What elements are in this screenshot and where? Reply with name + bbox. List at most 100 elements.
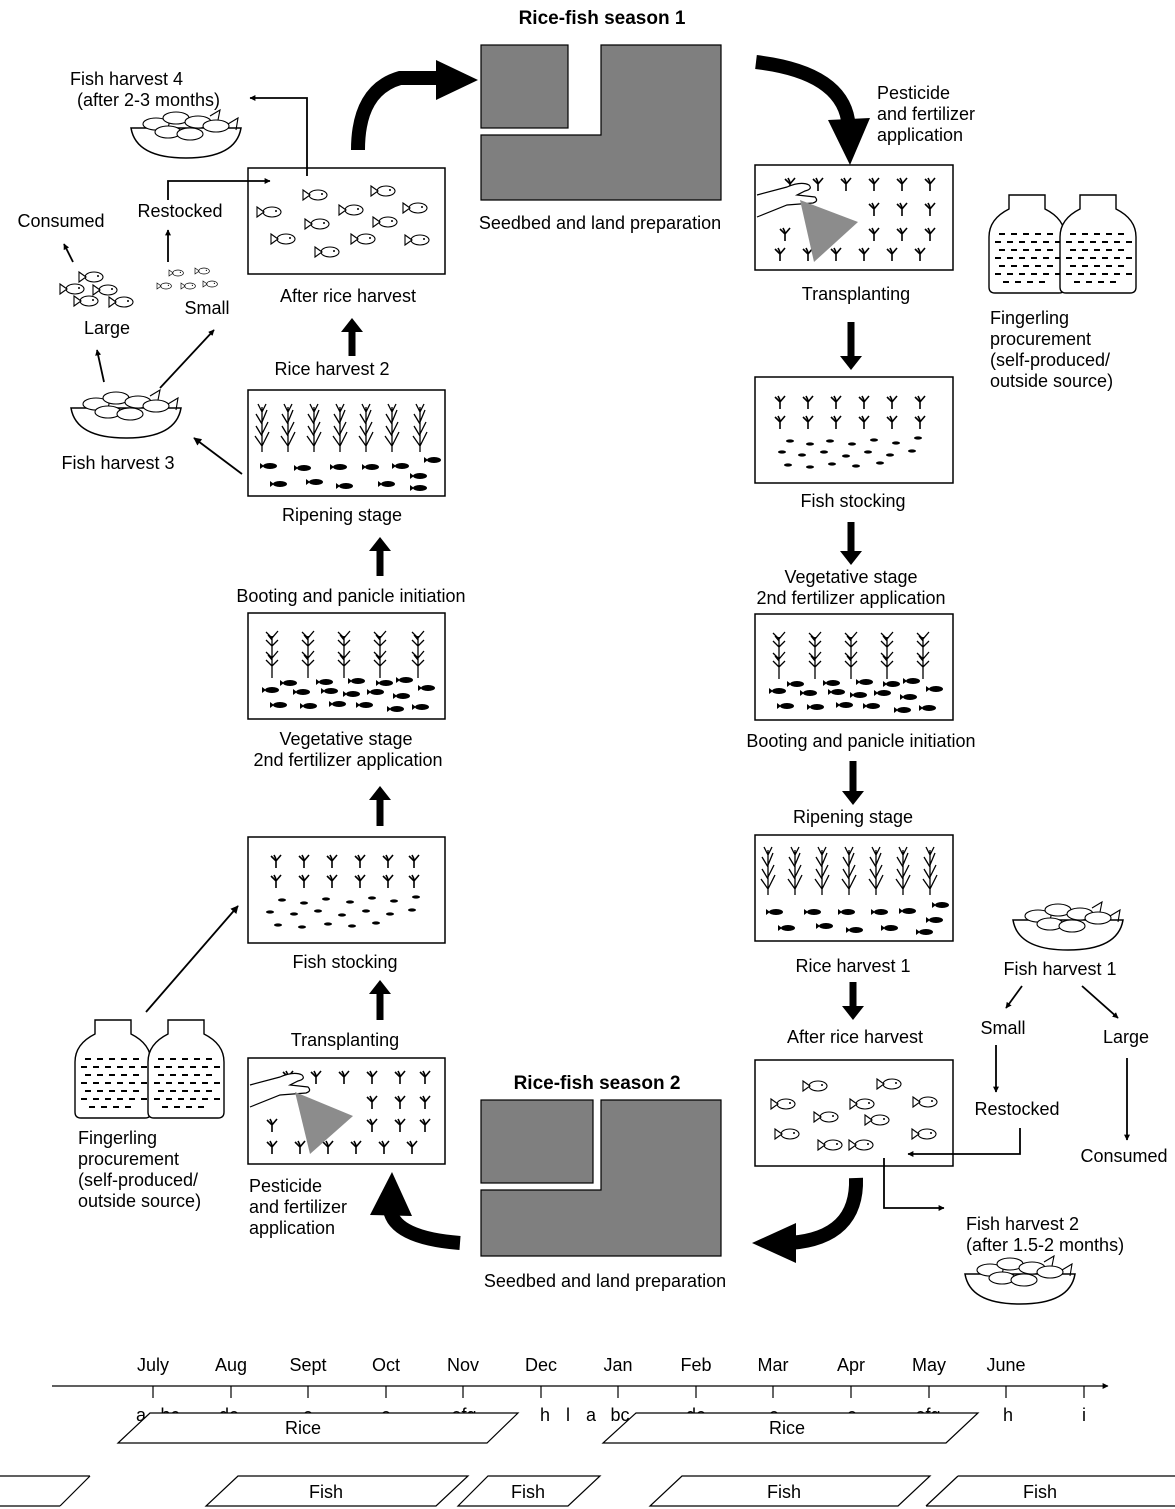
season2-ripening-label: Ripening stage: [282, 505, 402, 525]
timeline-month-label: Feb: [680, 1355, 711, 1375]
timeline-month-label: May: [912, 1355, 946, 1375]
season1-fingerling-bags: [988, 194, 1137, 294]
svg-text:procurement: procurement: [990, 329, 1091, 349]
fish-harvest-1-bowl: [1012, 901, 1124, 951]
season2-ripening-box: [247, 389, 446, 497]
timeline-month-label: Jan: [603, 1355, 632, 1375]
season2-fingerling-bags: [74, 1019, 225, 1119]
fish-band-1: [204, 1475, 470, 1507]
season2-after-rice-label: After rice harvest: [280, 286, 416, 306]
svg-text:Pesticide: Pesticide: [877, 83, 950, 103]
fish-band-2-label: Fish: [511, 1482, 545, 1502]
svg-text:Fingerling: Fingerling: [78, 1128, 157, 1148]
season1-transplanting-box: [754, 164, 954, 271]
season2-land-preparation-graphic: [480, 1099, 722, 1257]
season2-small-fish-group: [156, 267, 218, 290]
fish-band-4-label: Fish: [1023, 1482, 1057, 1502]
rice-band-1: [116, 1412, 520, 1444]
season1-land-preparation-graphic: [480, 44, 722, 201]
svg-text:application: application: [249, 1218, 335, 1238]
season1-rice-harvest-label: Rice harvest 1: [795, 956, 910, 976]
season1-fish-stocking-box: [754, 376, 954, 484]
timeline-month-label: Apr: [837, 1355, 865, 1375]
rice-band-2: [601, 1412, 980, 1444]
season1-restocked-label: Restocked: [974, 1099, 1059, 1119]
svg-text:procurement: procurement: [78, 1149, 179, 1169]
cycle-arrowhead-transplanting1: [828, 118, 870, 165]
cycle-arrow-to-season1: [351, 71, 440, 151]
timeline-month-label: Dec: [525, 1355, 557, 1375]
season1-fingerling-label: Fingerling procurement (self-produced/ o…: [990, 308, 1113, 391]
timeline-month-label: Sept: [289, 1355, 326, 1375]
svg-text:(after 2-3 months): (after 2-3 months): [77, 90, 220, 110]
season2-pesticide-label: Pesticide and fertilizer application: [249, 1176, 347, 1238]
restock-arrow-2: [167, 178, 271, 200]
season2-rice-harvest-label: Rice harvest 2: [274, 359, 389, 379]
svg-text:Vegetative stage: Vegetative stage: [279, 729, 412, 749]
timeline-ticks: [152, 1386, 1085, 1398]
svg-text:and fertilizer: and fertilizer: [249, 1197, 347, 1217]
timeline-month-label: June: [986, 1355, 1025, 1375]
timeline-code-label: a: [136, 1405, 147, 1425]
svg-text:2nd fertilizer application: 2nd fertilizer application: [756, 588, 945, 608]
fish-harvest-2-label: Fish harvest 2 (after 1.5-2 months): [966, 1214, 1124, 1255]
season2-transplanting-box: [247, 1057, 446, 1165]
cycle-arrow-to-transplanting1: [755, 55, 855, 122]
season1-consumed-label: Consumed: [1080, 1146, 1167, 1166]
timeline-month-label: July: [137, 1355, 169, 1375]
fish-band-1-label: Fish: [309, 1482, 343, 1502]
season2-booting-label: Booting and panicle initiation: [236, 586, 465, 606]
timeline-month-label: Aug: [215, 1355, 247, 1375]
svg-text:(after 1.5-2 months): (after 1.5-2 months): [966, 1235, 1124, 1255]
season2-fish-stocking-label: Fish stocking: [292, 952, 397, 972]
timeline-code-label: l: [566, 1405, 570, 1425]
season2-consumed-label: Consumed: [17, 211, 104, 231]
season2-transplanting-label: Transplanting: [291, 1030, 399, 1050]
svg-text:(self-produced/: (self-produced/: [78, 1170, 198, 1190]
timeline-code-label: h: [540, 1405, 550, 1425]
season1-small-label: Small: [980, 1018, 1025, 1038]
season2-vegetative-label: Vegetative stage 2nd fertilizer applicat…: [253, 729, 442, 770]
season2-large-label: Large: [84, 318, 130, 338]
fish-band-3-label: Fish: [767, 1482, 801, 1502]
season1-pesticide-label: Pesticide and fertilizer application: [877, 83, 975, 145]
season2-small-label: Small: [184, 298, 229, 318]
svg-text:outside source): outside source): [78, 1191, 201, 1211]
svg-text:Fish harvest 4: Fish harvest 4: [70, 69, 183, 89]
season2-seedbed-label: Seedbed and land preparation: [484, 1271, 726, 1291]
fish-harvest-3-bowl: [70, 389, 182, 439]
fish-harvest-2-arrow: [883, 1158, 945, 1211]
fish-harvest-4-arrow: [249, 95, 308, 176]
season1-title: Rice-fish season 1: [519, 8, 686, 29]
fish-harvest-4-label: Fish harvest 4 (after 2-3 months): [70, 69, 220, 110]
restock-arrow-1: [907, 1128, 1021, 1157]
season2-title: Rice-fish season 2: [514, 1073, 681, 1094]
svg-text:Fish harvest 2: Fish harvest 2: [966, 1214, 1079, 1234]
season2-large-fish-group: [59, 271, 134, 308]
fish-harvest-2-bowl: [964, 1255, 1076, 1305]
season1-after-rice-label: After rice harvest: [787, 1027, 923, 1047]
season1-after-rice-box: [754, 1059, 954, 1167]
season1-vegetative-box: [754, 613, 954, 721]
cycle-arrow-to-season2: [789, 1177, 864, 1250]
season1-large-label: Large: [1103, 1027, 1149, 1047]
rice-band-2-label: Rice: [769, 1418, 805, 1438]
svg-text:Pesticide: Pesticide: [249, 1176, 322, 1196]
season2-restocked-label: Restocked: [137, 201, 222, 221]
svg-text:and fertilizer: and fertilizer: [877, 104, 975, 124]
rice-band-1-label: Rice: [285, 1418, 321, 1438]
svg-text:Fingerling: Fingerling: [990, 308, 1069, 328]
fish-harvest-3-label: Fish harvest 3: [61, 453, 174, 473]
fish-harvest-1-label: Fish harvest 1: [1003, 959, 1116, 979]
season2-after-rice-box: [247, 167, 446, 275]
fish-harvest-4-bowl: [130, 109, 242, 159]
fish-band-3: [648, 1475, 932, 1507]
timeline-month-label: Oct: [372, 1355, 400, 1375]
season2-fingerling-label: Fingerling procurement (self-produced/ o…: [78, 1128, 201, 1211]
season1-fish-stocking-label: Fish stocking: [800, 491, 905, 511]
svg-text:application: application: [877, 125, 963, 145]
cycle-arrowhead-season1: [436, 60, 478, 100]
fish-band-2: [456, 1475, 602, 1507]
